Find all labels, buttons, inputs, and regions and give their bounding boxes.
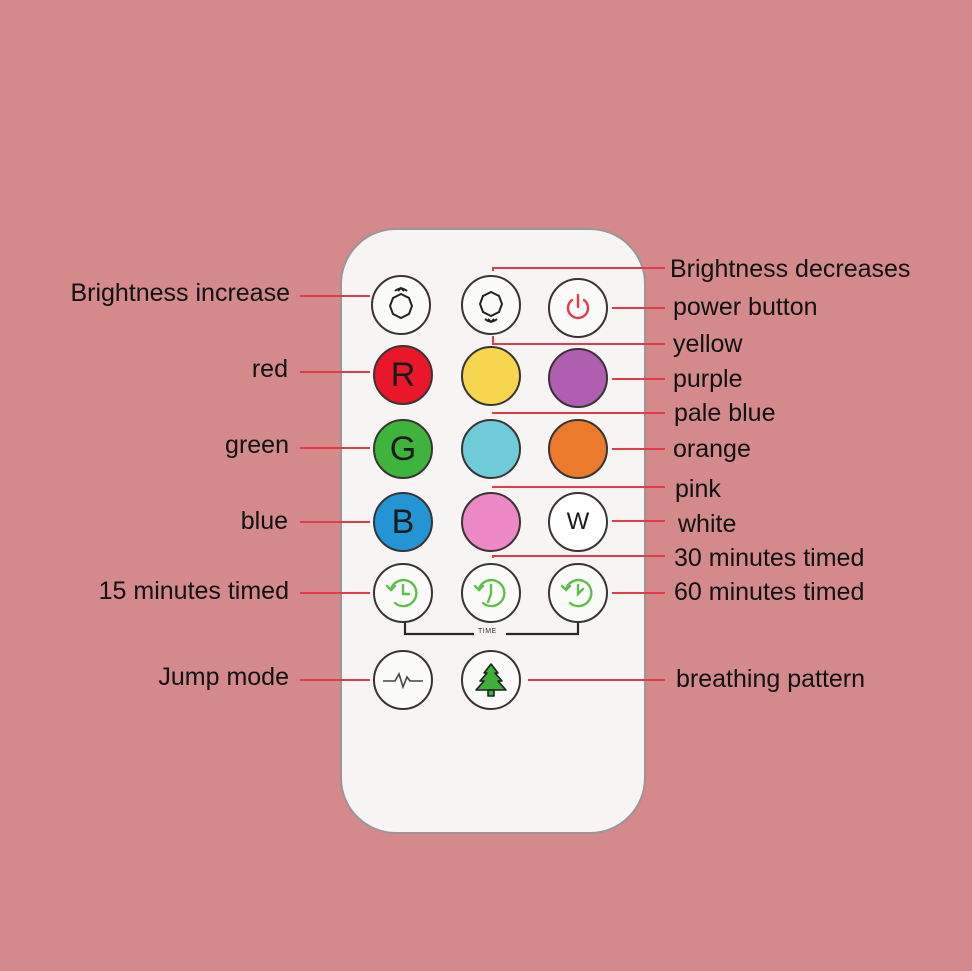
label-yellow: yellow bbox=[673, 330, 743, 358]
power-button[interactable] bbox=[548, 278, 608, 338]
timer-15-button[interactable] bbox=[373, 563, 433, 623]
timer-icon bbox=[385, 578, 418, 608]
label-15-minutes-timed: 15 minutes timed bbox=[98, 577, 289, 605]
breathing-pattern-button[interactable] bbox=[461, 650, 521, 710]
orange-button[interactable] bbox=[548, 419, 608, 479]
label-brightness-decreases: Brightness decreases bbox=[670, 255, 911, 283]
red-button-letter: R bbox=[390, 356, 416, 394]
power-icon bbox=[566, 293, 590, 320]
white-button-letter: W bbox=[566, 508, 590, 535]
label-blue: blue bbox=[240, 507, 288, 535]
tree-icon bbox=[475, 663, 507, 697]
label-purple: purple bbox=[673, 365, 743, 393]
timer-60-button[interactable] bbox=[548, 563, 608, 623]
brightness-down-button[interactable] bbox=[461, 275, 521, 335]
pulse-icon bbox=[383, 671, 423, 690]
green-button-letter: G bbox=[389, 430, 417, 468]
green-button[interactable]: G bbox=[373, 419, 433, 479]
label-white: white bbox=[678, 510, 737, 538]
white-button[interactable]: W bbox=[548, 492, 608, 552]
purple-button[interactable] bbox=[548, 348, 608, 408]
label-60-minutes-timed: 60 minutes timed bbox=[674, 578, 865, 606]
yellow-button[interactable] bbox=[461, 346, 521, 406]
label-breathing-pattern: breathing pattern bbox=[676, 665, 866, 693]
label-orange: orange bbox=[673, 435, 751, 463]
pale-blue-button[interactable] bbox=[461, 419, 521, 479]
label-jump-mode: Jump mode bbox=[158, 663, 289, 691]
brightness-up-icon bbox=[388, 286, 414, 320]
label-green: green bbox=[225, 431, 289, 459]
pink-button[interactable] bbox=[461, 492, 521, 552]
label-red: red bbox=[251, 355, 288, 383]
label-pale-blue: pale blue bbox=[674, 399, 776, 427]
label-power-button: power button bbox=[673, 293, 818, 321]
timer-icon bbox=[560, 578, 593, 608]
label-brightness-increase: Brightness increase bbox=[70, 279, 290, 307]
brightness-up-button[interactable] bbox=[371, 275, 431, 335]
blue-button-letter: B bbox=[391, 503, 415, 541]
jump-mode-button[interactable] bbox=[373, 650, 433, 710]
label-30-minutes-timed: 30 minutes timed bbox=[674, 544, 865, 572]
brightness-down-icon bbox=[478, 290, 504, 324]
time-caption: TIME bbox=[478, 628, 497, 635]
timer-icon bbox=[473, 578, 506, 608]
label-pink: pink bbox=[675, 475, 721, 503]
red-button[interactable]: R bbox=[373, 345, 433, 405]
timer-30-button[interactable] bbox=[461, 563, 521, 623]
blue-button[interactable]: B bbox=[373, 492, 433, 552]
